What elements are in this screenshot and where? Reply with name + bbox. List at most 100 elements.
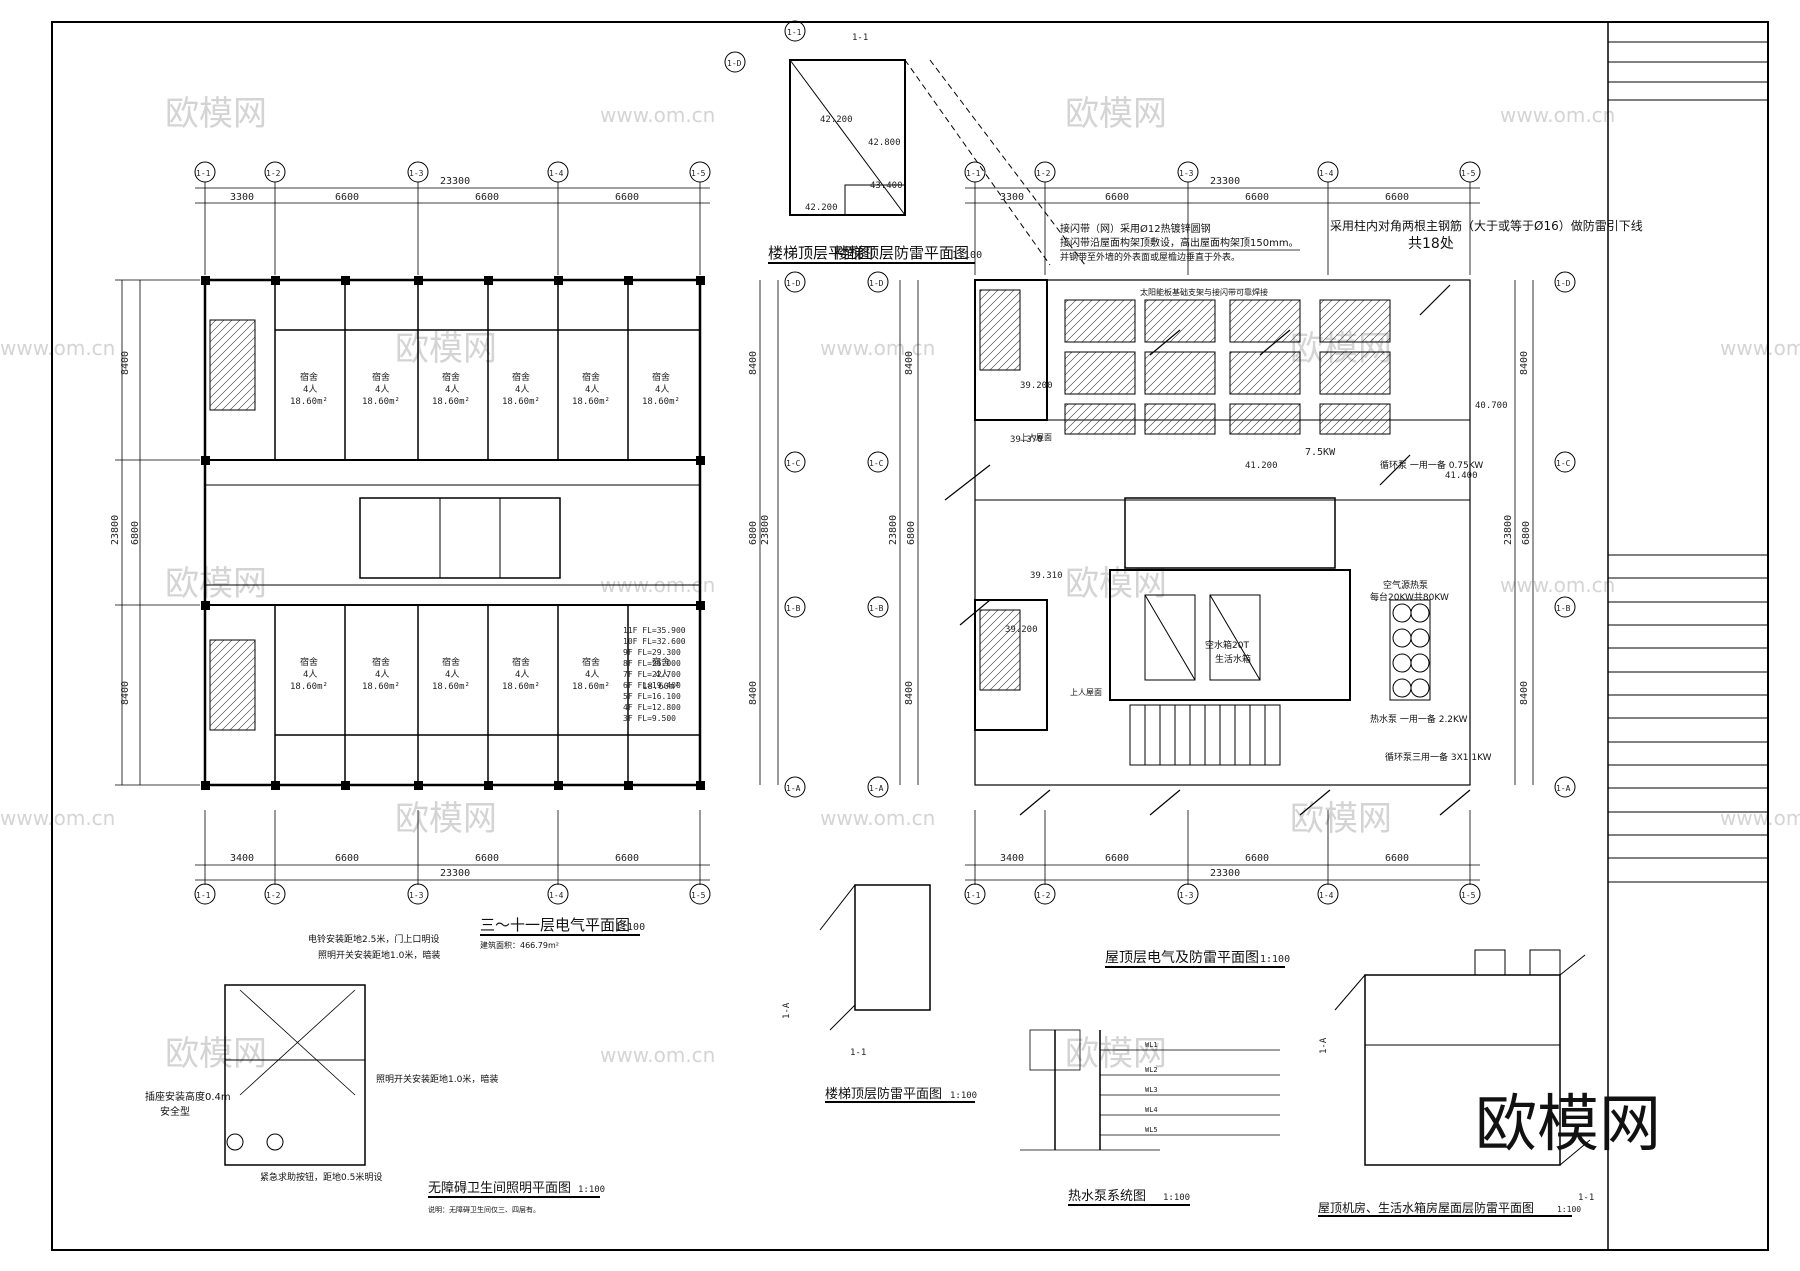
elevation: 39.200	[1020, 381, 1053, 391]
svg-text:1-5: 1-5	[1461, 169, 1476, 178]
svg-text:5F FL=16.100: 5F FL=16.100	[623, 692, 681, 701]
svg-text:8F FL=26.000: 8F FL=26.000	[623, 659, 681, 668]
svg-text:4人: 4人	[303, 669, 317, 680]
watermark-url: www.om.cn	[820, 336, 935, 360]
logo-watermark: 欧模网	[1475, 1087, 1661, 1160]
svg-text:1-D: 1-D	[1556, 279, 1571, 288]
svg-text:18.60m²: 18.60m²	[642, 397, 680, 407]
dim-vert: 8400	[748, 351, 759, 375]
pump-label: 循环泵三用一备 3X1.1KW	[1385, 751, 1492, 763]
dim: 3300	[230, 192, 254, 203]
ac-load: 每台20KW共80KW	[1370, 591, 1449, 603]
svg-text:1-D: 1-D	[786, 279, 801, 288]
dim-vert: 8400	[1519, 681, 1530, 705]
room-label: 宿舍	[512, 656, 530, 668]
scale: 1:100	[952, 250, 982, 261]
svg-text:6F FL=19.400: 6F FL=19.400	[623, 681, 681, 690]
room-label: 宿舍	[372, 656, 390, 668]
svg-text:4人: 4人	[585, 669, 599, 680]
watermark-cn: 欧模网	[1290, 799, 1392, 839]
dim: 6600	[335, 192, 359, 203]
solar-panels	[1064, 299, 1391, 435]
grid-label: 1-1	[787, 28, 802, 37]
watermark-cn: 欧模网	[165, 94, 267, 134]
svg-text:1-B: 1-B	[1556, 604, 1571, 613]
scale: 1:100	[615, 922, 645, 933]
roof-note-belt: 并钢带至外墙的外表面或屋檐边垂直于外表。	[1060, 251, 1240, 263]
elevation: 41.400	[1445, 471, 1478, 481]
svg-text:4人: 4人	[515, 669, 529, 680]
elevation: 41.200	[1245, 461, 1278, 471]
svg-text:4人: 4人	[655, 669, 669, 680]
wc-note: 说明：无障碍卫生间仅三、四层有。	[428, 1205, 540, 1214]
dim: 6600	[1105, 192, 1129, 203]
dim-vert: 6800	[748, 521, 759, 545]
wc-note-emergency: 紧急求助按钮，距地0.5米明设	[260, 1171, 382, 1183]
drawing-title: 无障碍卫生间照明平面图	[428, 1181, 571, 1196]
watermark-cn: 欧模网	[1065, 94, 1167, 134]
svg-text:4人: 4人	[585, 384, 599, 395]
watermark-url: www.om.cn	[1720, 336, 1800, 360]
svg-text:1-C: 1-C	[1556, 459, 1571, 468]
svg-text:4人: 4人	[375, 669, 389, 680]
watermark-cn: 欧模网	[165, 564, 267, 604]
tank-label: 空水箱20T	[1205, 639, 1249, 651]
svg-text:18.60m²: 18.60m²	[362, 397, 400, 407]
dim: 6600	[1385, 853, 1409, 864]
watermark-url: www.om.cn	[600, 103, 715, 127]
dim: 6600	[475, 192, 499, 203]
grid-label: 1-D	[727, 59, 742, 68]
solar-note: 太阳能板基础支架与接闪带可靠焊接	[1140, 287, 1268, 297]
ac-label: 空气源热泵	[1383, 579, 1428, 591]
watermark-url: www.om.cn	[820, 806, 935, 830]
pump-label: 热水泵 一用一备 2.2KW	[1370, 713, 1468, 725]
svg-text:18.60m²: 18.60m²	[362, 682, 400, 692]
elevation: 42.200	[820, 115, 853, 125]
svg-text:18.60m²: 18.60m²	[502, 397, 540, 407]
roof-plan: 1-1 1-2 1-3 1-4 1-5 23300 3300 6600 6600…	[867, 161, 1643, 968]
dim: 3400	[1000, 853, 1024, 864]
drawing-title: 三～十一层电气平面图	[480, 916, 630, 934]
svg-text:1-2: 1-2	[1036, 891, 1051, 900]
watermark-url: www.om.cn	[1500, 103, 1615, 127]
svg-text:1-3: 1-3	[1179, 891, 1194, 900]
room-labels-bottom: 宿舍 4人 18.60m² 宿舍 4人 18.60m² 宿舍 4人 18.60m…	[290, 656, 680, 692]
scale: 1:100	[578, 1185, 605, 1195]
elevation: 43.400	[870, 181, 903, 191]
svg-text:1-3: 1-3	[409, 169, 424, 178]
floor-plan-3-11: 1-1 1-2 1-3 1-4 1-5 23300 3300 6600 6600…	[110, 161, 806, 950]
room-label: 宿舍	[442, 656, 460, 668]
svg-text:1-2: 1-2	[266, 169, 281, 178]
room-label: 宿舍	[300, 371, 318, 383]
dim-vert: 6800	[130, 521, 141, 545]
dim-vert: 8400	[904, 681, 915, 705]
stair-top-plan: 1-1 1-1 1-D 42.200 42.800 43.400 42.200 …	[724, 20, 1086, 266]
svg-text:1-3: 1-3	[409, 891, 424, 900]
dim-total: 23300	[1210, 176, 1240, 187]
svg-text:4人: 4人	[655, 384, 669, 395]
watermark-url: www.om.cn	[0, 806, 115, 830]
svg-text:4人: 4人	[445, 669, 459, 680]
svg-text:18.60m²: 18.60m²	[642, 682, 680, 692]
room-label: 宿舍	[652, 656, 670, 668]
dim: 6600	[1245, 192, 1269, 203]
dim: 6600	[615, 853, 639, 864]
watermark-url: www.om.cn	[600, 1043, 715, 1067]
room-label: 宿舍	[512, 371, 530, 383]
watermark-cn: 欧模网	[395, 329, 497, 369]
svg-text:4F FL=12.800: 4F FL=12.800	[623, 703, 681, 712]
dim: 6600	[1245, 853, 1269, 864]
dim: 6600	[1105, 853, 1129, 864]
svg-text:1-4: 1-4	[1319, 891, 1334, 900]
elevation: 39.370	[1010, 435, 1043, 445]
drawing-title: 楼梯顶层防雷平面图	[825, 1086, 942, 1102]
svg-text:1-4: 1-4	[549, 891, 564, 900]
watermark-url: www.om.cn	[1720, 806, 1800, 830]
svg-text:18.60m²: 18.60m²	[502, 682, 540, 692]
section-label: 1-1	[1578, 1193, 1594, 1203]
svg-text:1-5: 1-5	[1461, 891, 1476, 900]
roof-note-belt: 接闪带（网）采用Ø12热镀锌圆钢	[1060, 222, 1211, 235]
svg-text:1-C: 1-C	[786, 459, 801, 468]
dim-total: 23300	[440, 176, 470, 187]
